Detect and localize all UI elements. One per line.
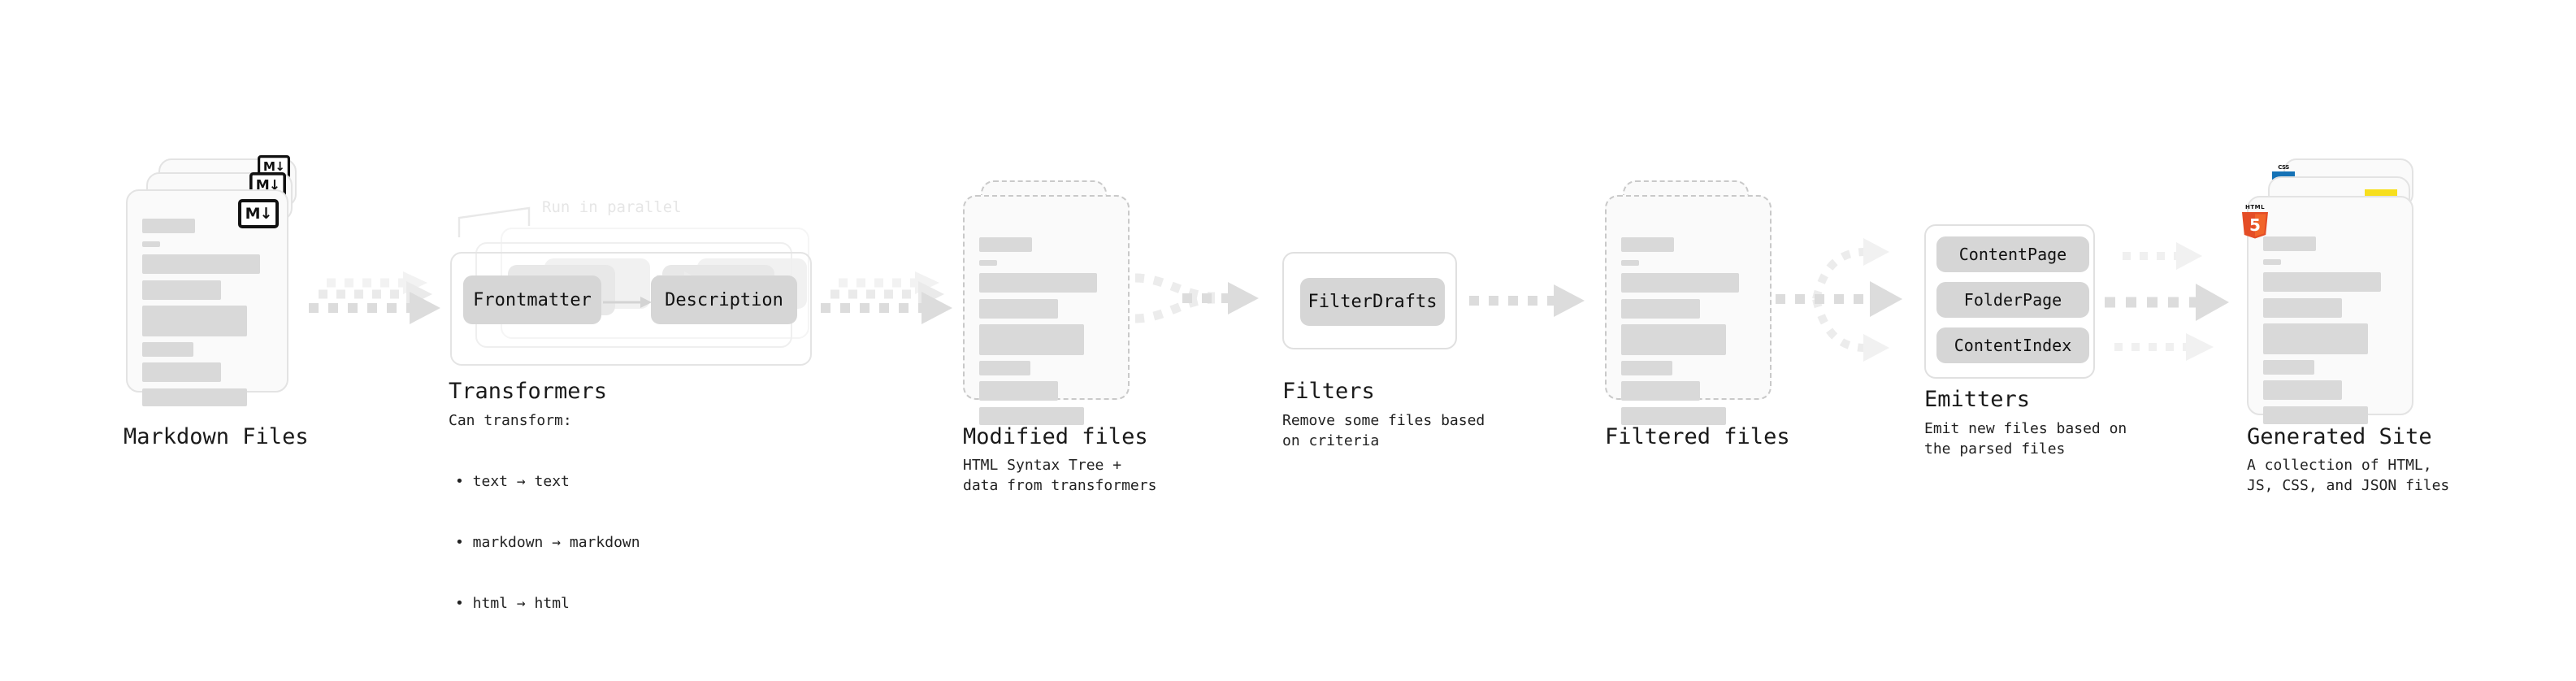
- css3-badge: CSS: [2272, 164, 2295, 180]
- stage-subtitle-emitters: Emit new files based on the parsed files: [1924, 420, 2127, 458]
- filtered-file-card-front: [1605, 195, 1772, 425]
- inner-arrow-icon: [603, 297, 652, 308]
- stage-subtitle-modified-files: HTML Syntax Tree + data from transformer…: [963, 457, 1157, 494]
- transformer-layer-front: Frontmatter Description: [450, 252, 812, 366]
- skeleton-bar: [1621, 237, 1674, 252]
- skeleton-bar: [2263, 323, 2368, 354]
- emitter-pill-folderpage[interactable]: FolderPage: [1936, 282, 2089, 318]
- svg-text:HTML: HTML: [2245, 204, 2265, 210]
- run-in-parallel-bracket: [458, 206, 531, 237]
- filter-pill-filterdrafts[interactable]: FilterDrafts: [1300, 278, 1445, 326]
- stage-modified-files: [963, 180, 1142, 425]
- skeleton-bar: [2263, 259, 2281, 265]
- transformer-pill-frontmatter[interactable]: Frontmatter: [463, 275, 601, 324]
- modified-file-stack: [963, 180, 1142, 425]
- skeleton-bar: [1621, 381, 1700, 401]
- markdown-badge: M↓: [238, 199, 279, 228]
- skeleton-bar: [979, 381, 1058, 401]
- stage-title-modified-files: Modified files: [963, 424, 1148, 449]
- skeleton-bar: [1621, 361, 1672, 375]
- markdown-file-card-front: M↓: [126, 189, 288, 406]
- arrow-top: [2123, 242, 2202, 270]
- markdown-file-stack: M↓ M↓ M↓: [126, 155, 313, 419]
- skeleton-bar: [142, 219, 195, 233]
- skeleton-bar: [142, 362, 221, 382]
- skeleton-bar: [2263, 236, 2316, 251]
- connector-filters-to-filtered: [1469, 284, 1595, 335]
- connector-transformers-to-modified: [821, 268, 963, 349]
- transformer-pill-description[interactable]: Description: [651, 275, 797, 324]
- run-in-parallel-label: Run in parallel: [542, 198, 682, 216]
- arrow-mid: [2105, 284, 2229, 321]
- skeleton-bar: [1621, 260, 1639, 266]
- stage-filtered-files: [1605, 180, 1784, 425]
- arrow-layer-front: [309, 292, 440, 324]
- skeleton-bar: [142, 241, 160, 247]
- skeleton-bar: [979, 361, 1030, 375]
- filters-box: FilterDrafts: [1282, 252, 1457, 349]
- generated-site-file-stack: CSS HTML 5: [2242, 158, 2442, 427]
- stage-subtitle-transformers: Can transform:: [449, 412, 572, 429]
- transformers-bullet-list: • text → text • markdown → markdown • ht…: [455, 431, 640, 654]
- connector-emitters-to-site: [2105, 229, 2251, 371]
- connector-md-to-transformers: [309, 268, 447, 349]
- stage-title-emitters: Emitters: [1924, 387, 2031, 412]
- skeleton-bar: [2263, 298, 2342, 318]
- skeleton-bar: [142, 388, 247, 406]
- skeleton-bar: [1621, 407, 1726, 425]
- skeleton-bar: [2263, 406, 2368, 424]
- stage-title-filtered-files: Filtered files: [1605, 424, 1790, 449]
- skeleton-bar: [142, 342, 193, 357]
- skeleton-bar: [979, 324, 1084, 355]
- emitters-box: ContentPage FolderPage ContentIndex: [1924, 224, 2095, 379]
- stage-title-filters: Filters: [1282, 379, 1375, 404]
- skeleton-bar: [142, 306, 247, 336]
- connector-filtered-to-emitters: [1776, 234, 1922, 372]
- bullet-item: • html → html: [455, 595, 570, 612]
- arrow-bottom: [2114, 333, 2214, 361]
- css3-badge-label: CSS: [2278, 164, 2289, 171]
- stage-title-transformers: Transformers: [449, 379, 608, 404]
- emitter-pill-contentpage[interactable]: ContentPage: [1936, 236, 2089, 272]
- stage-markdown-files: M↓ M↓ M↓: [126, 155, 313, 419]
- skeleton-bar: [979, 237, 1032, 252]
- stage-title-markdown-files: Markdown Files: [124, 424, 309, 449]
- arrow-layer-front: [821, 292, 952, 324]
- stage-title-generated-site: Generated Site: [2247, 424, 2432, 449]
- stage-subtitle-filters: Remove some files based on criteria: [1282, 412, 1485, 449]
- skeleton-bar: [1621, 299, 1700, 319]
- skeleton-bar: [1621, 273, 1739, 293]
- connector-modified-to-filters: [1134, 260, 1276, 358]
- bullet-item: • markdown → markdown: [455, 534, 640, 551]
- skeleton-bar: [142, 280, 221, 300]
- skeleton-bar: [2263, 360, 2314, 375]
- skeleton-bar: [979, 407, 1084, 425]
- emitter-pill-contentindex[interactable]: ContentIndex: [1936, 327, 2089, 363]
- stage-generated-site: CSS HTML 5: [2242, 158, 2442, 427]
- skeleton-bar: [979, 273, 1097, 293]
- html5-badge: HTML 5: [2239, 202, 2271, 240]
- skeleton-bar: [979, 299, 1058, 319]
- skeleton-bar: [2263, 272, 2381, 292]
- filtered-file-stack: [1605, 180, 1784, 425]
- generated-file-card-html: HTML 5: [2242, 196, 2413, 424]
- svg-text:5: 5: [2249, 215, 2261, 235]
- skeleton-bar: [1621, 324, 1726, 355]
- skeleton-bar: [2263, 380, 2342, 400]
- skeleton-bar: [142, 254, 260, 274]
- stage-subtitle-generated-site: A collection of HTML, JS, CSS, and JSON …: [2247, 457, 2450, 494]
- bullet-item: • text → text: [455, 473, 570, 490]
- modified-file-card-front: [963, 195, 1130, 425]
- skeleton-bar: [979, 260, 997, 266]
